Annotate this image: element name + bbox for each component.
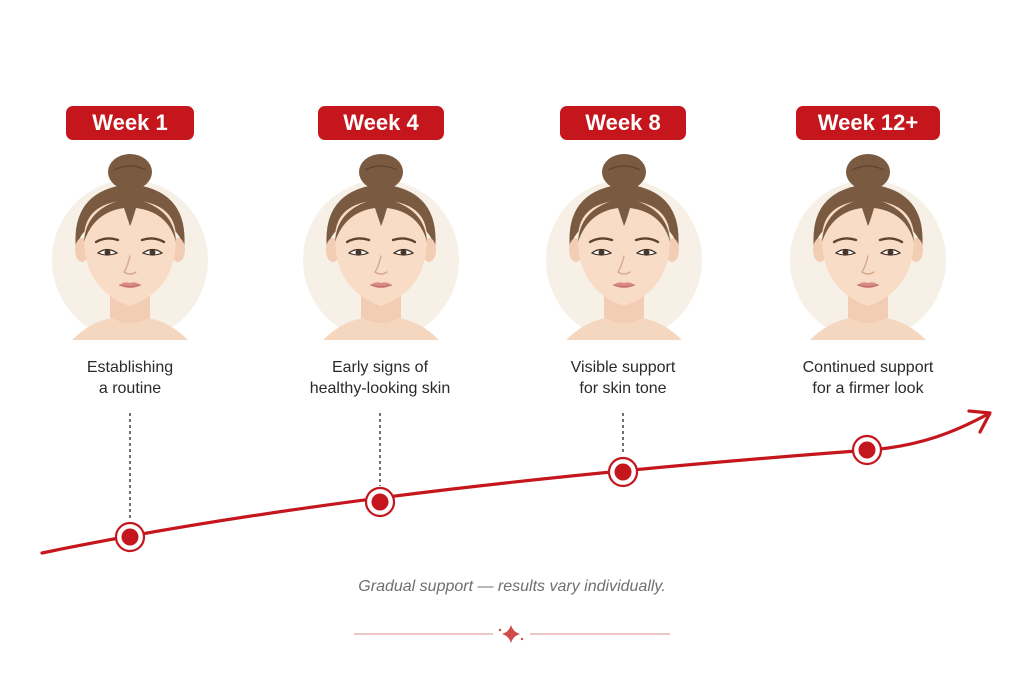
caption-stage-2: Early signs of healthy-looking skin: [309, 359, 451, 397]
sparkle-ornament-icon: [498, 625, 524, 643]
milestone-marker-icon: [364, 486, 396, 518]
week-badge-1: Week 1: [66, 106, 194, 140]
face-illustration-icon: [544, 152, 704, 340]
week-badge-3: Week 8: [560, 106, 686, 140]
disclaimer-footnote: Gradual support — results vary individua…: [358, 578, 666, 595]
progress-curve: [40, 412, 990, 555]
face-illustration-icon: [301, 152, 461, 340]
face-illustration-icon: [50, 152, 210, 340]
milestone-marker-icon: [851, 434, 883, 466]
caption-stage-4: Continued support for a firmer look: [802, 359, 934, 397]
arrowhead-icon: [967, 409, 992, 434]
milestone-marker-icon: [114, 521, 146, 553]
face-illustration-icon: [788, 152, 948, 340]
caption-stage-1: Establishing a routine: [86, 359, 174, 397]
caption-stage-3: Visible support for skin tone: [570, 359, 676, 397]
week-badge-4: Week 12+: [796, 106, 940, 140]
week-badge-2: Week 4: [318, 106, 444, 140]
milestone-marker-icon: [607, 456, 639, 488]
